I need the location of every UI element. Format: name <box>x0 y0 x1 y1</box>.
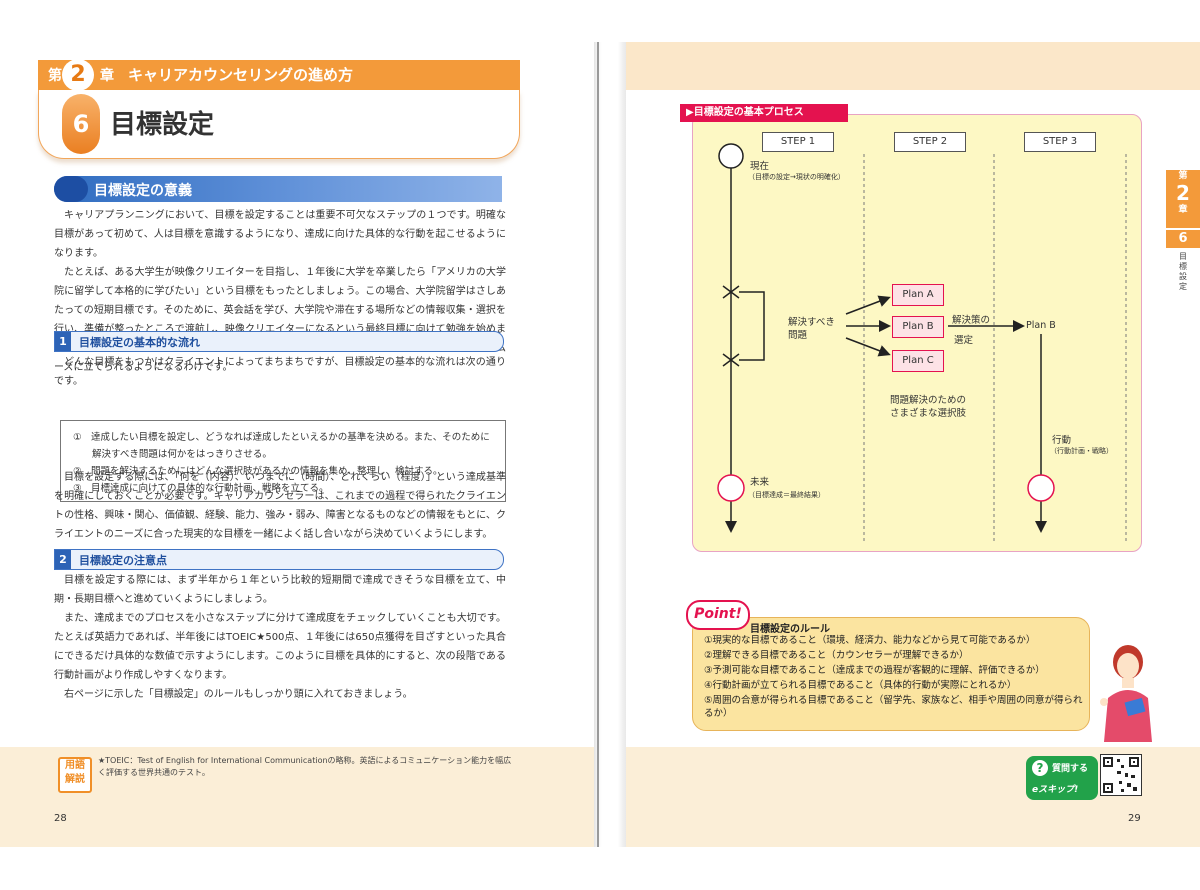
instructor-illustration <box>1100 645 1152 742</box>
step-3: STEP 3 <box>1024 132 1096 152</box>
subheading-number: 1 <box>55 332 71 351</box>
chapter-title: キャリアカウンセリングの進め方 <box>128 66 354 84</box>
chapter-dai: 第 <box>48 68 62 84</box>
page-number-left: 28 <box>54 813 67 824</box>
future-sub: （目標達成＝最終結果） <box>748 491 825 499</box>
section-number: 6 <box>62 94 100 154</box>
footnote-text: ★TOEIC：Test of English for International… <box>98 756 512 777</box>
subheading-title: 目標設定の注意点 <box>79 554 167 567</box>
point-item: ③予測可能な目標であること（達成までの過程が客観的に理解、評価できるか） <box>704 665 1045 676</box>
options-label-line2: さまざまな選択肢 <box>890 408 967 419</box>
criteria-paragraph: 目標を設定する際には、「何を（内容）、いつまでに（時間）、どれくらい（程度）」と… <box>54 472 506 540</box>
section-title-box <box>38 90 520 159</box>
cautions-text: 目標を設定する際には、まず半年から１年という比較的短期間で達成できそうな目標を立… <box>54 571 506 704</box>
list-item: ③ 目標達成に向けての具体的な行動計画、戦略を立てる。 <box>73 483 329 494</box>
glossary-badge-line: 用語 <box>65 760 85 771</box>
question-icon: ? <box>1032 760 1048 776</box>
glossary-badge-line: 解説 <box>65 774 85 785</box>
subheading-title: 目標設定の基本的な流れ <box>79 336 200 349</box>
subheading-2: 2 目標設定の注意点 <box>54 549 504 570</box>
process-label: ▶目標設定の基本プロセス <box>680 104 848 122</box>
left-page: 第 2 章 キャリアカウンセリングの進め方 6 目標設定 目標設定の意義 キャリ… <box>0 42 594 847</box>
sub1-lead: どんな目標をもつかはクライエントによってまちまちですが、目標設定の基本的な流れは… <box>54 353 506 391</box>
point-item: ⑤周囲の合意が得られる目標であること（留学先、家族など、相手や周囲の同意が得られ… <box>704 695 1083 719</box>
options-label-line1: 問題解決のための <box>890 395 967 406</box>
main-heading-text: 目標設定の意義 <box>94 183 192 199</box>
right-page: 第 2 章 6 目標設定 ▶目標設定の基本プロセス STEP 1 STEP 2 … <box>626 42 1200 847</box>
point-item: ①現実的な目標であること（環境、経済力、能力などから見て可能であるか） <box>704 635 1036 646</box>
list-item: ② 問題を解決するためにはどんな選択肢があるかの情報を集め、整理し、検討する。 <box>73 466 443 477</box>
book-gutter <box>594 42 626 847</box>
chapter-sho: 章 <box>100 68 114 84</box>
point-item: ②理解できる目標であること（カウンセラーが理解できるか） <box>704 650 969 661</box>
chapter-number: 2 <box>62 59 94 91</box>
action-label: 行動 <box>1052 435 1072 446</box>
list-item: ① 達成したい目標を設定し、どうなれば達成したといえるかの基準を決める。また、そ… <box>73 432 490 443</box>
action-sub: （行動計画・戦略） <box>1050 447 1113 455</box>
page-number-right: 29 <box>1128 813 1141 824</box>
skip-label: eスキップ! <box>1032 785 1079 795</box>
step-2: STEP 2 <box>894 132 966 152</box>
step-1: STEP 1 <box>762 132 834 152</box>
criteria-text: 目標を設定する際には、「何を（内容）、いつまでに（時間）、どれくらい（程度）」と… <box>54 468 506 544</box>
choice-label-line1: 解決策の <box>952 315 991 326</box>
subheading-number: 2 <box>55 550 71 569</box>
section-title: 目標設定 <box>110 110 215 140</box>
point-tag: Point! <box>686 600 750 630</box>
steps-list-box: ① 達成したい目標を設定し、どうなれば達成したといえるかの基準を決める。また、そ… <box>60 420 506 502</box>
caution-paragraph: 右ページに示した「目標設定」のルールもしっかり頭に入れておきましょう。 <box>64 689 413 700</box>
right-header-bar <box>626 42 1200 90</box>
tab-section-number: 6 <box>1166 230 1200 248</box>
qa-skip-button[interactable]: ? 質問する eスキップ! <box>1026 756 1098 800</box>
main-heading: 目標設定の意義 <box>54 176 502 202</box>
heading-cap <box>54 176 88 202</box>
point-box <box>692 617 1090 731</box>
tab-chapter-number: 2 <box>1176 181 1190 205</box>
process-label-text: ▶目標設定の基本プロセス <box>686 107 804 118</box>
plan-b: Plan B <box>892 316 944 338</box>
future-label: 未来 <box>750 477 770 488</box>
caution-paragraph: 目標を設定する際には、まず半年から１年という比較的短期間で達成できそうな目標を立… <box>54 575 506 605</box>
qr-code-icon[interactable] <box>1100 754 1142 796</box>
intro-paragraph: キャリアプランニングにおいて、目標を設定することは重要不可欠なステップの１つです… <box>54 210 506 259</box>
now-label: 現在 <box>750 161 770 172</box>
qa-skip-area: ? 質問する eスキップ! <box>1026 752 1142 802</box>
now-sub: （目標の設定→現状の明確化） <box>748 173 845 181</box>
problem-label: 解決すべき問題 <box>788 317 835 341</box>
chapter-tab: 第 2 章 6 目標設定 <box>1166 170 1200 292</box>
subheading-1: 1 目標設定の基本的な流れ <box>54 331 504 352</box>
ask-label: 質問する <box>1052 764 1089 774</box>
footnote-area <box>0 747 594 847</box>
chapter-header-bar <box>38 60 520 90</box>
process-diagram-lines <box>717 143 1127 544</box>
tab-dai: 第 <box>1178 171 1188 181</box>
caution-paragraph: また、達成までのプロセスを小さなステップに分けて達成度をチェックしていくことも大… <box>54 613 506 681</box>
glossary-badge: 用語 解説 <box>58 757 92 793</box>
tab-sho: 章 <box>1178 205 1188 215</box>
plan-b-result: Plan B <box>1026 320 1056 331</box>
choice-label-line2: 選定 <box>954 335 974 346</box>
point-item: ④行動計画が立てられる目標であること（具体的行動が実際にとれるか） <box>704 680 1017 691</box>
list-item: 解決すべき問題は何かをはっきりさせる。 <box>73 449 272 460</box>
plan-c: Plan C <box>892 350 944 372</box>
point-title: 目標設定のルール <box>750 624 830 635</box>
sub1-lead-text: どんな目標をもつかはクライエントによってまちまちですが、目標設定の基本的な流れは… <box>54 357 506 387</box>
plan-a: Plan A <box>892 284 944 306</box>
tab-section-label: 目標設定 <box>1179 252 1187 291</box>
